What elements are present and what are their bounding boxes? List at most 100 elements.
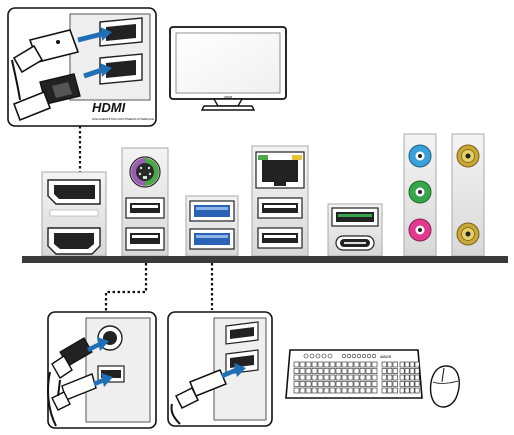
keyboard-key [317,368,324,374]
audio-line-in-jack [408,144,432,168]
keyboard-key [299,381,306,387]
keyboard-key [341,361,348,368]
keyboard-key [335,374,342,381]
keyboard-key [341,374,348,381]
keyboard-media-key [303,353,309,359]
keyboard-key [305,381,312,387]
hdmi-logo: HDMI [92,100,126,115]
keyboard-key [404,374,410,381]
keyboard-key [317,361,324,368]
keyboard-key [414,368,420,374]
hdmi-inset: HDMI HIGH-DEFINITION MULTIMEDIA INTERFAC… [7,7,157,127]
rear-io-panel [22,133,508,263]
keyboard-key [329,387,336,394]
hdmi-cable [11,59,21,101]
keyboard-key [317,374,324,381]
ps2-plug [51,337,93,379]
keyboard-key [323,361,330,368]
keyboard-key [341,368,348,374]
keyboard-key [365,361,372,368]
usb2-port-upper [125,197,165,219]
keyboard-key [359,374,366,381]
usb3-port-upper [189,200,235,222]
usb3-port-lower [189,228,235,250]
hdmi-logo-tagline: HIGH-DEFINITION MULTIMEDIA INTERFACE [92,117,154,121]
keyboard-media-key [346,353,352,359]
keyboard-key [371,361,378,368]
keyboard-key [353,374,360,381]
io-spacer [49,209,99,217]
keyboard-media-key [327,353,333,359]
keyboard-key [399,361,405,368]
keyboard-icon: ASUS [285,349,423,399]
keyboard-brand: ASUS [379,354,391,359]
antenna-connector-stack [451,133,485,257]
lan-led-left [258,155,268,160]
audio-line-out-jack [408,180,432,204]
keyboard-key [387,381,393,387]
keyboard-media-key [315,353,321,359]
keyboard-key [353,387,360,394]
keyboard-key [399,368,405,374]
keyboard-key [353,381,360,387]
keyboard-key [311,381,318,387]
io-panel-base [22,256,508,263]
keyboard-key [341,387,348,394]
keyboard-key [353,368,360,374]
keyboard-key [311,368,318,374]
keyboard-key [381,381,387,387]
keyboard-key [335,387,342,394]
keyboard-key [317,381,324,387]
keyboard-media-key [356,353,362,359]
usb-plug-mouse [174,369,227,410]
keyboard-key [381,368,387,374]
keyboard-key [359,381,366,387]
keyboard-media-key [309,353,315,359]
keyboard-key [392,381,398,387]
audio-jack-stack [403,133,437,257]
keyboard-key [311,387,318,394]
keyboard-key [359,368,366,374]
keyboard-media-key [366,353,372,359]
lan-led-right [292,155,302,160]
hdmi-port [47,227,101,255]
keyboard-key [387,387,393,394]
usb-inset [167,311,273,427]
antenna-connector-upper [456,144,480,168]
keyboard-key [409,361,415,368]
keyboard-key [305,387,312,394]
keyboard-key [293,381,300,387]
keyboard-key [329,374,336,381]
usb-plug-keyboard [51,373,97,411]
insert-arrow-hdmi-upper [77,27,112,43]
usb2-port-lower [125,227,165,251]
keyboard-key [409,381,415,387]
keyboard-media-key [361,353,367,359]
antenna-connector-lower [456,222,480,246]
keyboard-key [365,381,372,387]
monitor-brand: ASUS [223,95,232,99]
keyboard-key [404,361,410,368]
keyboard-key [317,387,324,394]
keyboard-key [341,381,348,387]
keyboard-key [323,374,330,381]
audio-mic-jack [408,218,432,242]
insert-arrow-hdmi-lower [83,63,112,79]
keyboard-key [371,368,378,374]
keyboard-key [414,361,420,368]
keyboard-key [399,374,405,381]
keyboard-key [335,381,342,387]
keyboard-key [347,368,354,374]
keyboard-key [399,387,405,394]
keyboard-key [311,374,318,381]
keyboard-key [392,374,398,381]
usb-port-green [331,207,379,227]
keyboard-key [305,368,312,374]
keyboard-key [293,361,300,368]
usb-inset-port-upper [225,321,259,345]
keyboard-key [323,381,330,387]
keyboard-key [353,361,360,368]
keyboard-media-key [371,353,377,359]
keyboard-key [305,361,312,368]
